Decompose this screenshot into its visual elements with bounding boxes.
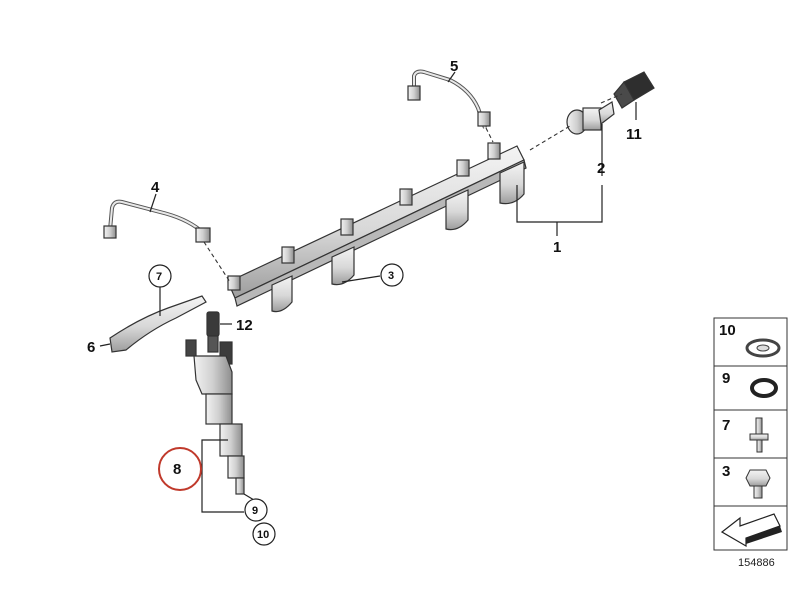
- callout-2: 2: [597, 160, 605, 177]
- callout-6: 6: [87, 339, 95, 356]
- leader-lines: [99, 71, 637, 513]
- callout-10: 10: [257, 529, 269, 541]
- pressure-sensor: [566, 101, 615, 135]
- callout-9: 9: [252, 505, 258, 517]
- highlight-circle: [158, 447, 202, 491]
- electrical-connector: [613, 71, 655, 109]
- callout-labels: 1 2 4 5 6 8 11 12 3 7 9 10: [87, 58, 642, 546]
- sleeve-part: [206, 311, 220, 337]
- legend-number-7: 7: [722, 417, 730, 434]
- fuel-line-5: [407, 69, 491, 129]
- retaining-ring-icon: [745, 338, 781, 358]
- legend-number-3: 3: [722, 463, 730, 480]
- fuel-injector: [185, 335, 245, 495]
- callout-9-circle: [244, 498, 268, 522]
- rail-injector-cup: [227, 142, 501, 291]
- stud-bolt-icon: [749, 417, 769, 453]
- hex-bolt-icon: [745, 469, 771, 499]
- direction-arrow-icon: [720, 513, 782, 548]
- callout-3: 3: [388, 270, 394, 282]
- callout-8: 8: [173, 461, 181, 478]
- legend-number-9: 9: [722, 370, 730, 387]
- callout-11: 11: [626, 126, 642, 143]
- rail-bracket: [271, 161, 525, 313]
- callout-12: 12: [236, 317, 253, 334]
- reference-number: 154886: [738, 557, 775, 569]
- legend-number-10: 10: [719, 322, 736, 339]
- heat-shield-plate: [109, 295, 207, 353]
- fuel-line-4: [103, 199, 211, 243]
- callout-10-circle: [252, 522, 276, 546]
- callout-1: 1: [553, 239, 561, 256]
- callout-3-circle: [380, 263, 404, 287]
- callout-5: 5: [450, 58, 458, 75]
- seal-ring-icon: [750, 378, 778, 398]
- callout-4: 4: [151, 179, 160, 196]
- callout-7-circle: [148, 264, 172, 288]
- parts-legend: 10 9 7 3: [713, 317, 788, 551]
- assembly-dashed-lines: [203, 93, 623, 283]
- callout-7: 7: [156, 271, 162, 283]
- fuel-rail: [227, 142, 527, 313]
